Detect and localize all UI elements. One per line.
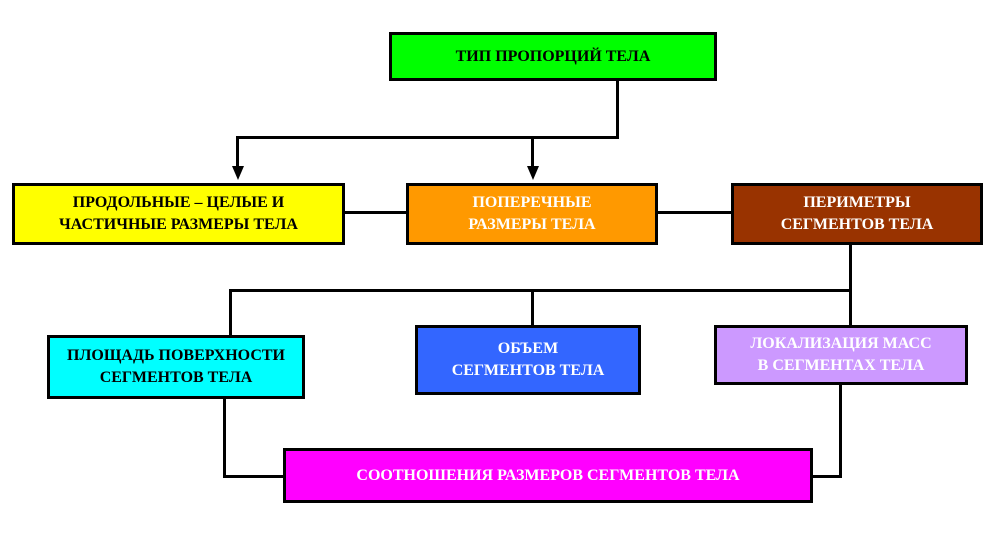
transverse-dimensions-box: ПОПЕРЕЧНЫЕ РАЗМЕРЫ ТЕЛА	[406, 183, 658, 245]
connector-to-volume	[531, 289, 534, 327]
mass-localization-box: ЛОКАЛИЗАЦИЯ МАСС В СЕГМЕНТАХ ТЕЛА	[714, 325, 968, 385]
segment-volume-box: ОБЪЕМ СЕГМЕНТОВ ТЕЛА	[415, 325, 641, 395]
connector-mass-left	[811, 475, 842, 478]
surface-area-box: ПЛОЩАДЬ ПОВЕРХНОСТИ СЕГМЕНТОВ ТЕЛА	[47, 335, 305, 399]
arrow-to-transverse	[526, 166, 539, 180]
connector-to-surface	[229, 289, 232, 336]
transverse-dimensions-label: ПОПЕРЕЧНЫЕ РАЗМЕРЫ ТЕЛА	[468, 194, 596, 233]
connector-top-vertical	[616, 79, 619, 138]
body-proportions-box: ТИП ПРОПОРЦИЙ ТЕЛА	[389, 32, 717, 81]
connector-surface-down	[223, 397, 226, 478]
mass-localization-label: ЛОКАЛИЗАЦИЯ МАСС В СЕГМЕНТАХ ТЕЛА	[750, 335, 932, 374]
segment-volume-label: ОБЪЕМ СЕГМЕНТОВ ТЕЛА	[451, 340, 605, 379]
longitudinal-dimensions-label: ПРОДОЛЬНЫЕ – ЦЕЛЫЕ И ЧАСТИЧНЫЕ РАЗМЕРЫ Т…	[59, 194, 298, 233]
connector-orange-brown	[656, 211, 733, 214]
surface-area-label: ПЛОЩАДЬ ПОВЕРХНОСТИ СЕГМЕНТОВ ТЕЛА	[67, 347, 285, 386]
segment-perimeters-label: ПЕРИМЕТРЫ СЕГМЕНТОВ ТЕЛА	[780, 194, 934, 233]
body-proportions-label: ТИП ПРОПОРЦИЙ ТЕЛА	[455, 47, 651, 65]
longitudinal-dimensions-box: ПРОДОЛЬНЫЕ – ЦЕЛЫЕ И ЧАСТИЧНЫЕ РАЗМЕРЫ Т…	[12, 183, 345, 245]
connector-brown-drop	[849, 244, 852, 327]
connector-left-drop	[236, 136, 239, 168]
arrow-to-longitudinal	[231, 166, 244, 180]
connector-surface-right	[223, 475, 285, 478]
connector-mid-drop	[531, 136, 534, 168]
connector-top-horizontal	[236, 136, 619, 139]
segment-ratios-box: СООТНОШЕНИЯ РАЗМЕРОВ СЕГМЕНТОВ ТЕЛА	[283, 448, 813, 503]
connector-yellow-orange	[343, 211, 408, 214]
connector-mass-down	[839, 383, 842, 478]
segment-perimeters-box: ПЕРИМЕТРЫ СЕГМЕНТОВ ТЕЛА	[731, 183, 983, 245]
connector-row2-horizontal	[229, 289, 852, 292]
segment-ratios-label: СООТНОШЕНИЯ РАЗМЕРОВ СЕГМЕНТОВ ТЕЛА	[356, 466, 740, 484]
